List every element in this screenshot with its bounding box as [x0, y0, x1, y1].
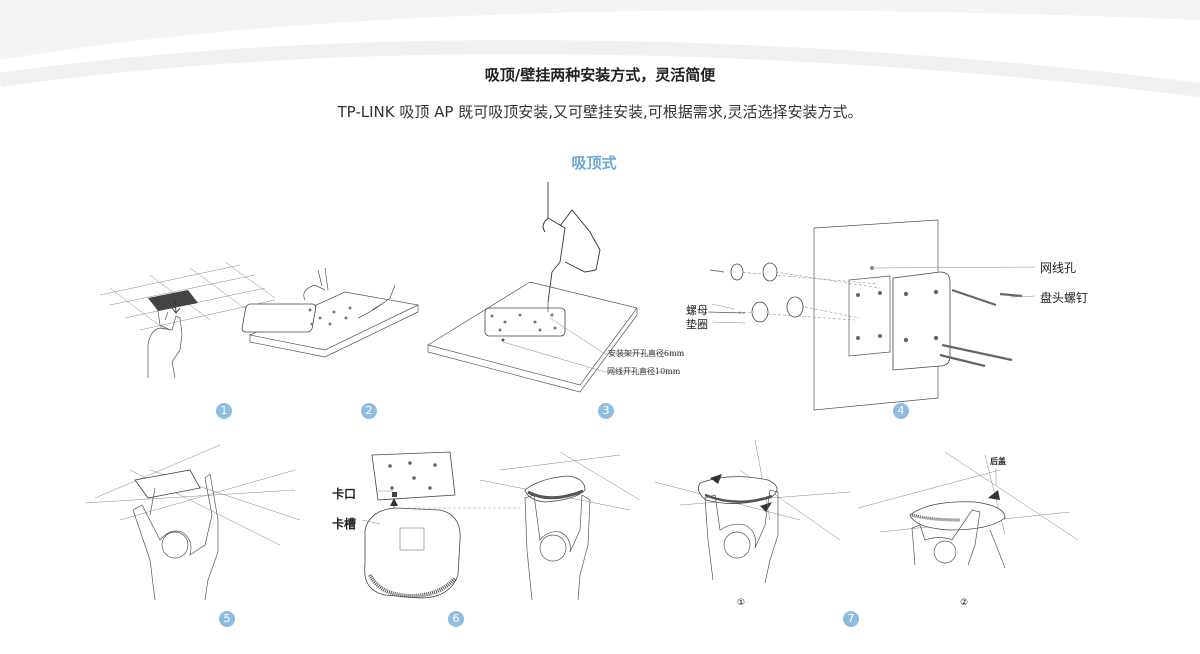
cable-port-label: 网线孔 [1040, 261, 1077, 275]
clip-label: 卡口 [332, 487, 357, 501]
step-1-badge: 1 [216, 403, 232, 419]
cable-hole-label: 网线开孔直径10mm [607, 367, 681, 376]
page-title: 吸顶/壁挂两种安装方式，灵活简便 [484, 66, 716, 84]
step-6-badge: 6 [448, 611, 464, 627]
washer-label: 垫圈 [686, 318, 708, 331]
page-subtitle: TP-LINK 吸顶 AP 既可吸顶安装,又可壁挂安装,可根据需求,灵活选择安装… [337, 103, 863, 121]
step-5-badge: 5 [219, 611, 235, 627]
pan-screw-label: 盘头螺钉 [1040, 291, 1089, 305]
step-6a-illustration [361, 451, 520, 599]
step-7a-illustration [654, 439, 851, 584]
step-6b-illustration [479, 451, 641, 601]
nut-label: 螺母 [686, 304, 708, 317]
step-3-badge: 3 [598, 403, 614, 419]
background-wave [0, 0, 1200, 97]
step-2-illustration [241, 267, 420, 358]
step-1-illustration [99, 261, 276, 379]
step-7-sub-2: ② [960, 598, 969, 608]
step-7-badge: 7 [843, 611, 859, 627]
step-5-illustration [84, 444, 301, 601]
step-7-sub-1: ① [737, 598, 746, 608]
step-7b-illustration [857, 451, 1079, 569]
back-cover-label: 后盖 [990, 457, 1006, 466]
step-2-badge: 2 [361, 403, 377, 419]
drill-hole-label: 安装架开孔直径6mm [608, 349, 685, 358]
step-4-illustration [707, 219, 1036, 411]
step-4-badge: 4 [893, 403, 909, 419]
step-3-illustration [427, 182, 684, 393]
slot-label: 卡槽 [332, 517, 357, 531]
section-title-ceiling-mount: 吸顶式 [571, 154, 617, 172]
